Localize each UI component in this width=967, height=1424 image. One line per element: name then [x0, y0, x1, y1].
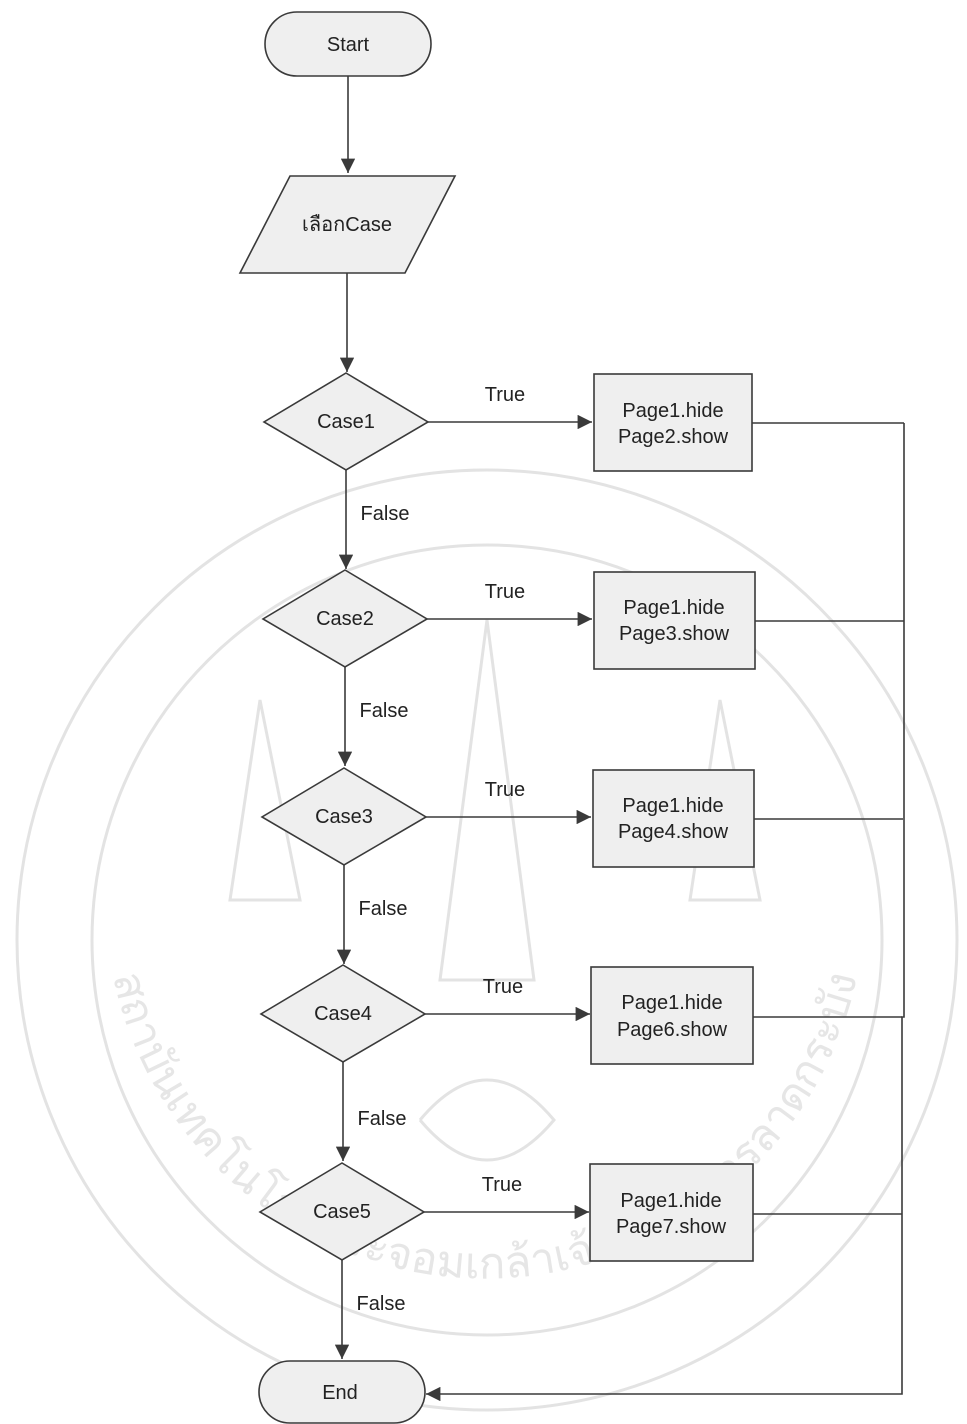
case2-action-line1: Page1.hide — [623, 597, 724, 619]
case1-action-line1: Page1.hide — [622, 400, 723, 422]
case3-label: Case3 — [315, 806, 373, 828]
case3-action: Page1.hide Page4.show — [592, 769, 755, 868]
case4-label: Case4 — [314, 1003, 372, 1025]
case3-false-label: False — [359, 898, 408, 920]
case1-action-line2: Page2.show — [618, 426, 729, 448]
case5-action: Page1.hide Page7.show — [589, 1163, 754, 1262]
start-label: Start — [327, 34, 370, 56]
case5-action-line2: Page7.show — [616, 1216, 727, 1238]
case2-false-label: False — [360, 700, 409, 722]
case1-action: Page1.hide Page2.show — [593, 373, 753, 472]
case1-decision: Case1 — [262, 372, 430, 471]
seal-watermark-icon: สถาบันเทคโนโลยีพระจอมเกล้าเจ้าคุณทหารลาด… — [15, 468, 959, 1412]
case2-decision: Case2 — [261, 569, 429, 668]
case3-action-line2: Page4.show — [618, 821, 729, 843]
end-label: End — [322, 1382, 358, 1404]
case5-false-label: False — [357, 1293, 406, 1315]
case5-true-label: True — [482, 1174, 522, 1196]
case4-decision: Case4 — [259, 964, 427, 1063]
case3-true-label: True — [485, 779, 525, 801]
select-case-input: เลือกCase — [238, 175, 457, 274]
case5-label: Case5 — [313, 1201, 371, 1223]
case1-label: Case1 — [317, 411, 375, 433]
case5-action-line1: Page1.hide — [620, 1190, 721, 1212]
start-terminal: Start — [264, 11, 432, 77]
case4-true-label: True — [483, 976, 523, 998]
case1-false-label: False — [361, 503, 410, 525]
case4-false-label: False — [358, 1108, 407, 1130]
end-terminal: End — [258, 1360, 426, 1424]
case3-action-line1: Page1.hide — [622, 795, 723, 817]
case2-action: Page1.hide Page3.show — [593, 571, 756, 670]
case2-action-line2: Page3.show — [619, 623, 730, 645]
case2-true-label: True — [485, 581, 525, 603]
edge-collector-to-end — [426, 423, 905, 1402]
case4-action-line1: Page1.hide — [621, 992, 722, 1014]
case3-decision: Case3 — [260, 767, 428, 866]
case4-action-line2: Page6.show — [617, 1019, 728, 1041]
input-label: เลือกCase — [302, 214, 392, 236]
case1-true-label: True — [485, 384, 525, 406]
case2-label: Case2 — [316, 608, 374, 630]
case4-action: Page1.hide Page6.show — [590, 966, 754, 1065]
